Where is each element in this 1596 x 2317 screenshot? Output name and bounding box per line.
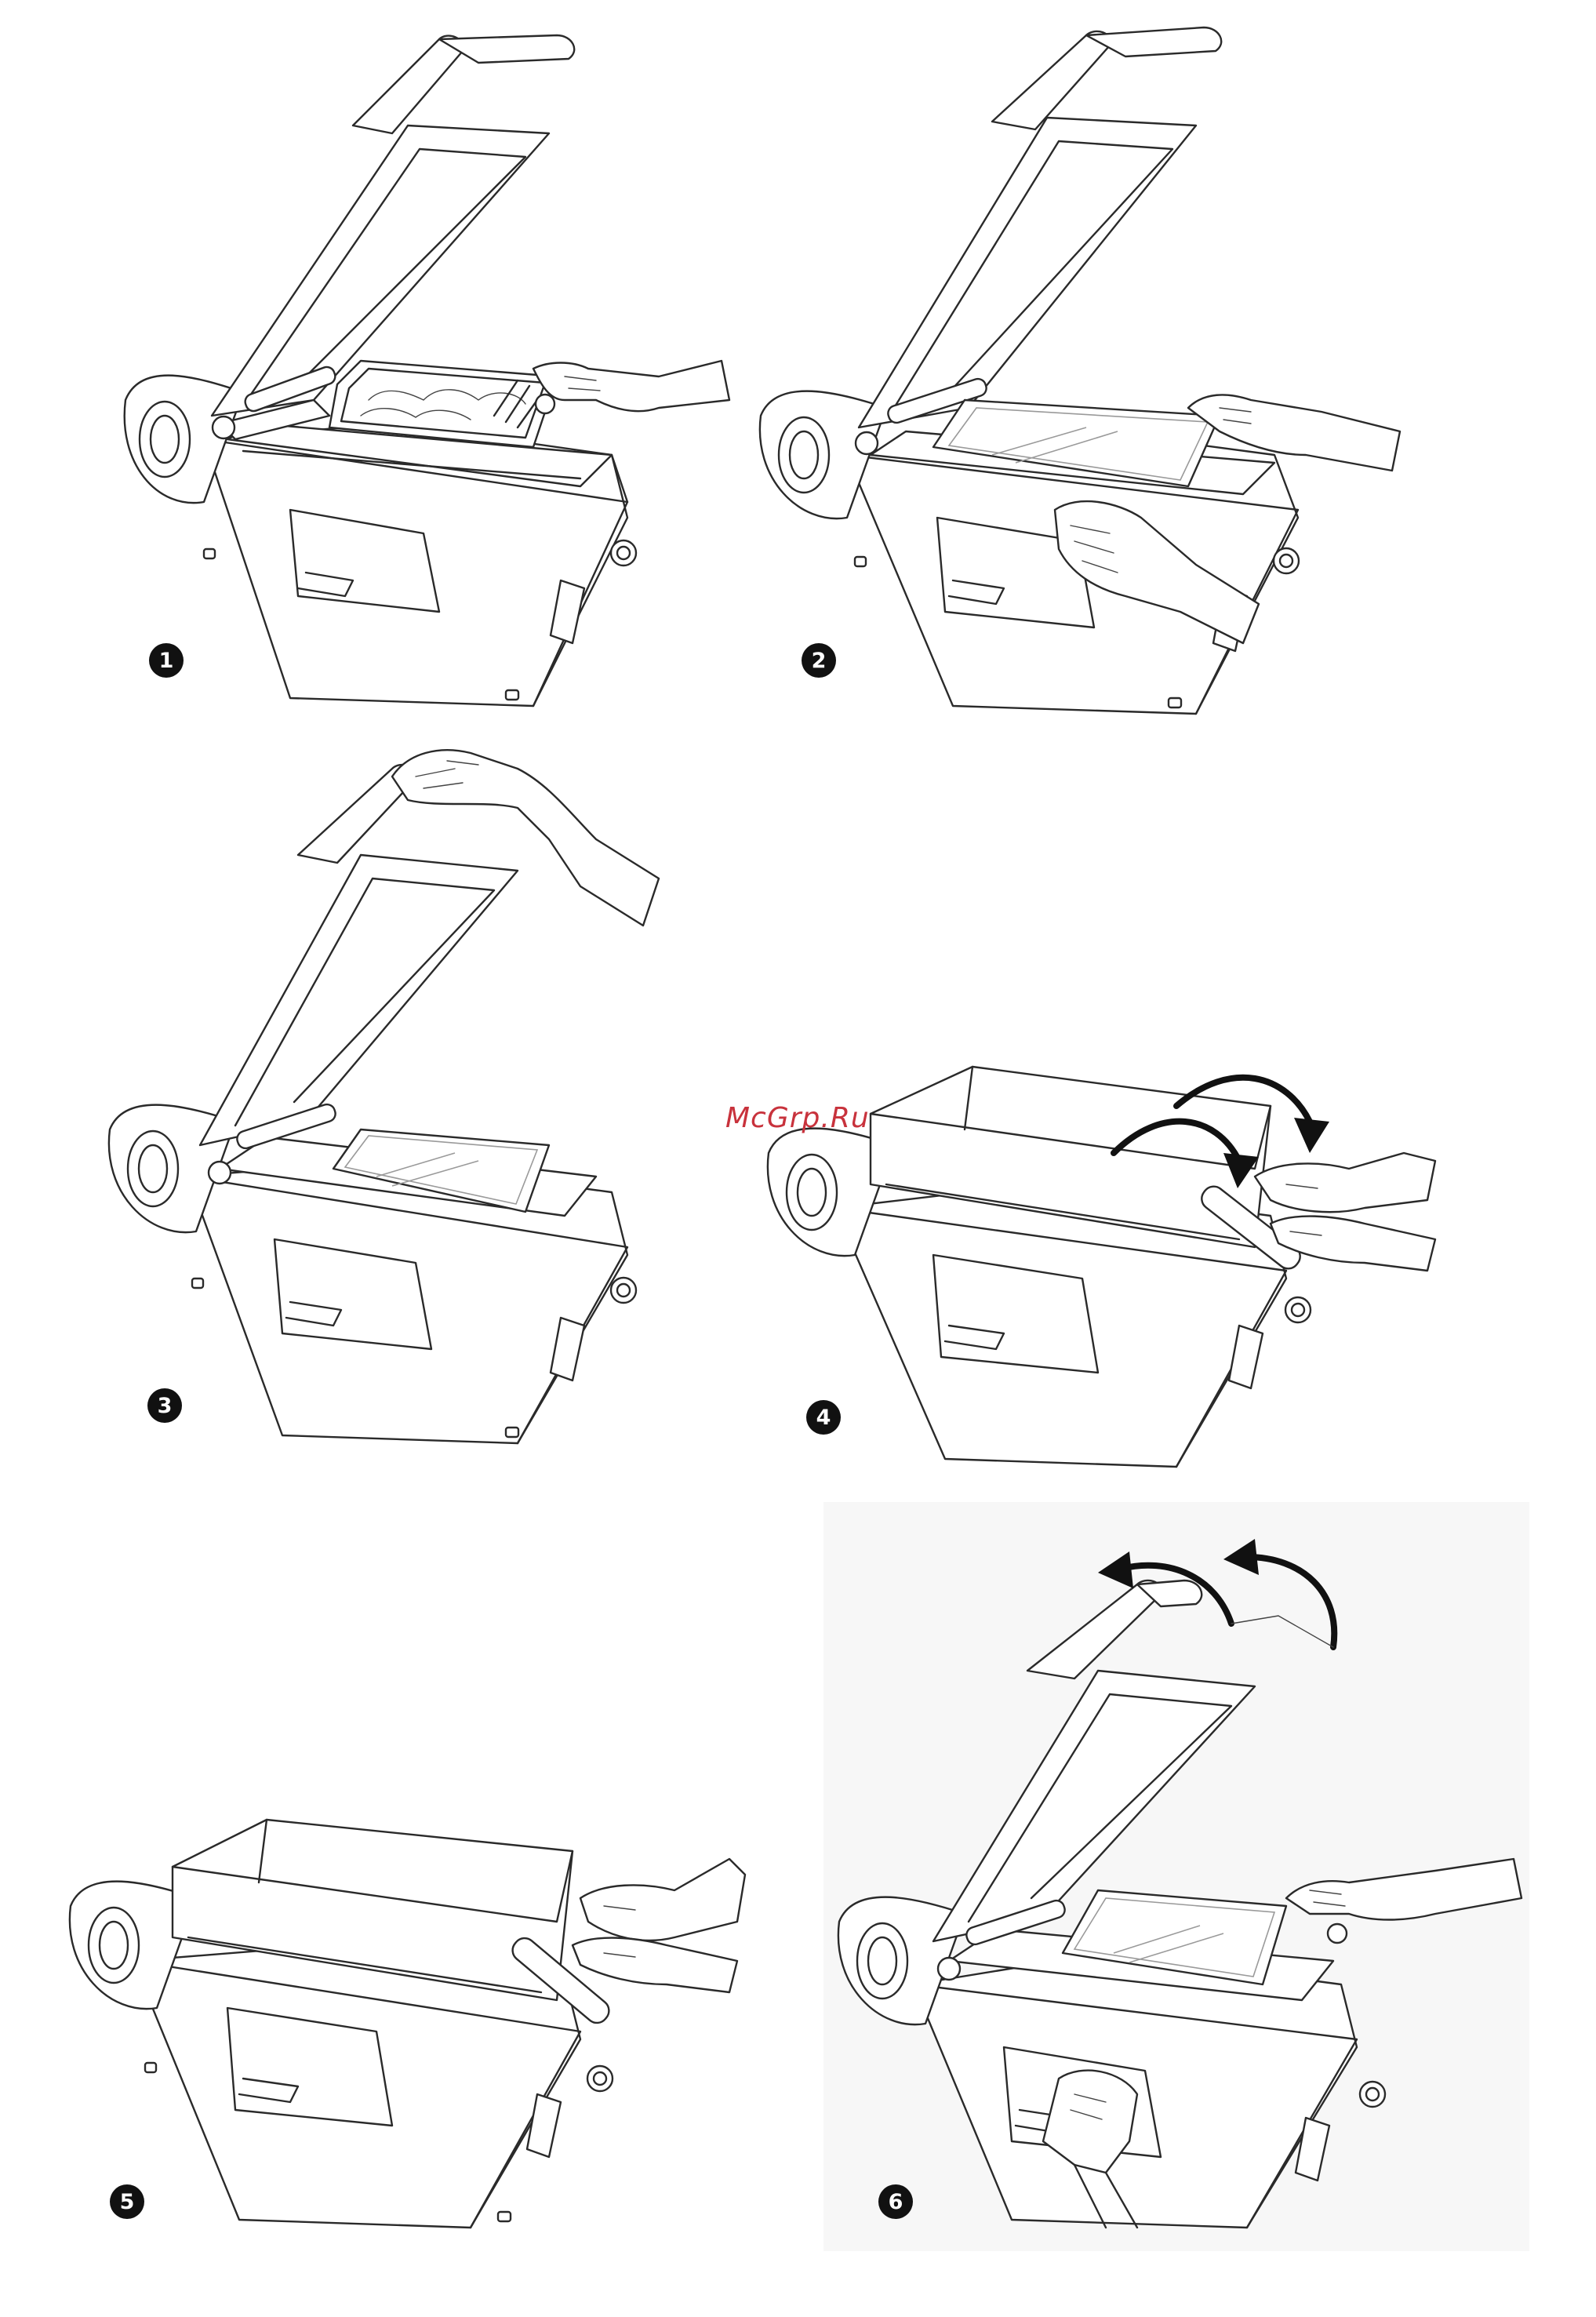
hand <box>533 361 729 413</box>
curved-arrow-icon <box>1247 1557 1334 1647</box>
open-lid <box>859 118 1196 427</box>
control-knob <box>587 2066 613 2091</box>
step-2-number: 2 <box>812 650 827 671</box>
control-knob <box>611 540 636 566</box>
control-knob <box>1274 548 1299 573</box>
step-4-badge: 4 <box>806 1400 841 1435</box>
step-1-number: 1 <box>159 650 174 671</box>
step-5-illustration <box>63 1804 753 2243</box>
sealer-machine <box>109 765 636 1443</box>
lid-handle <box>353 36 464 133</box>
watermark: McGrp.Ru <box>725 1102 870 1134</box>
control-knob <box>1360 2082 1385 2107</box>
step-4-number: 4 <box>816 1407 831 1428</box>
step-6-illustration <box>839 1514 1529 2235</box>
step-5-number: 5 <box>120 2192 135 2213</box>
step-3-badge: 3 <box>147 1388 182 1423</box>
lid-handle <box>1027 1580 1162 1679</box>
step-2-illustration <box>757 16 1431 722</box>
step-2-badge: 2 <box>802 643 836 678</box>
control-knob <box>611 1278 636 1303</box>
step-3-illustration <box>110 722 737 1451</box>
step-1-badge: 1 <box>149 643 184 678</box>
step-6-badge: 6 <box>878 2184 913 2219</box>
step-5-badge: 5 <box>110 2184 144 2219</box>
sealer-machine <box>70 1820 613 2228</box>
control-knob <box>1285 1297 1311 1322</box>
lid-handle <box>992 31 1111 129</box>
step-6-number: 6 <box>889 2192 903 2213</box>
step-3-number: 3 <box>158 1395 173 1417</box>
step-1-illustration <box>110 31 753 722</box>
step-4-illustration <box>769 1043 1459 1482</box>
hands <box>573 1859 745 1992</box>
